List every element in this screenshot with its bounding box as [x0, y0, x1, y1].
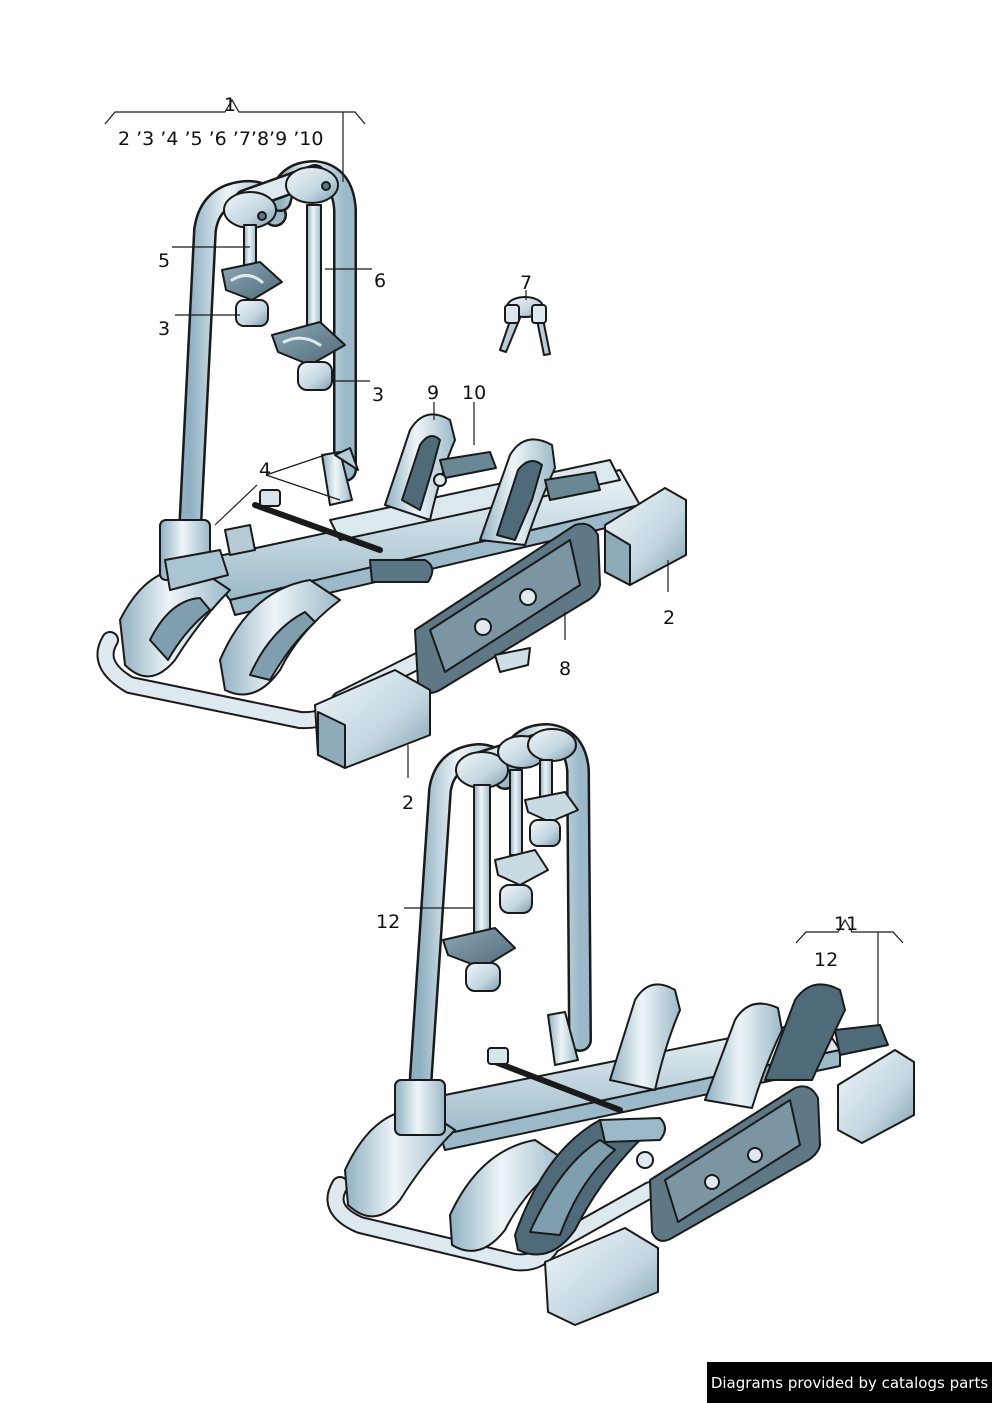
- callout-3b: 3: [372, 384, 385, 406]
- callout-group-list-1: 2 ’3 ’4 ’5 ’6 ’7’8’9 ’10: [118, 128, 324, 150]
- callout-1: 1: [224, 94, 237, 116]
- callout-2a: 2: [663, 607, 676, 629]
- callout-12-part: 12: [376, 911, 401, 933]
- callout-4: 4: [259, 459, 272, 481]
- callout-10: 10: [462, 382, 487, 404]
- tail-light-lower-right: [837, 1049, 915, 1144]
- wheel-tray-middle: [219, 579, 341, 696]
- license-plate-bracket-lower: [649, 1085, 821, 1242]
- tail-light-right: [604, 487, 687, 586]
- callout-11: 11: [834, 913, 859, 935]
- bracket-bolt-left: [474, 618, 492, 636]
- frame-collar-right: [285, 166, 339, 204]
- hinge-lever: [321, 447, 359, 506]
- bike-carrier-assembly-lower: [326, 723, 915, 1326]
- license-plate-bracket: [414, 522, 601, 694]
- frame-holder-arm-lower-1: [442, 784, 516, 992]
- wheel-tray-lower-1: [344, 1108, 456, 1218]
- callout-5: 5: [158, 250, 171, 272]
- callout-9: 9: [427, 382, 440, 404]
- lock-key-set: [499, 296, 551, 356]
- wheel-holder-strap-lower-1: [609, 983, 681, 1091]
- leader-lines: [104, 98, 904, 1025]
- credit-banner: Diagrams provided by catalogs parts: [707, 1362, 992, 1403]
- bike-carrier-assembly-upper: [96, 160, 687, 769]
- wheel-holder-strap-lower-2: [704, 1002, 783, 1109]
- tail-light-left: [314, 669, 431, 769]
- wheel-holder-strap-middle: [479, 438, 601, 546]
- bracket-bolt-right: [519, 588, 537, 606]
- frame-holder-arm-lower-3: [524, 759, 579, 847]
- wheel-holder-strap-lower-3: [764, 983, 846, 1081]
- callout-7: 7: [520, 272, 533, 294]
- tail-light-lower-left: [544, 1227, 659, 1326]
- callout-8: 8: [559, 658, 572, 680]
- coupling-clamp: [159, 489, 434, 591]
- frame-holder-arm-left: [221, 224, 283, 327]
- frame-holder-arm-right: [271, 204, 346, 391]
- callout-6: 6: [374, 270, 387, 292]
- wheel-tray-left: [119, 567, 231, 678]
- callout-12-group: 12: [814, 949, 839, 971]
- frame-collar-left: [223, 191, 277, 229]
- wheel-holder-strap-rear: [384, 413, 497, 521]
- frame-holder-arm-lower-2: [494, 769, 549, 914]
- callout-3a: 3: [158, 318, 171, 340]
- callout-2b: 2: [402, 792, 415, 814]
